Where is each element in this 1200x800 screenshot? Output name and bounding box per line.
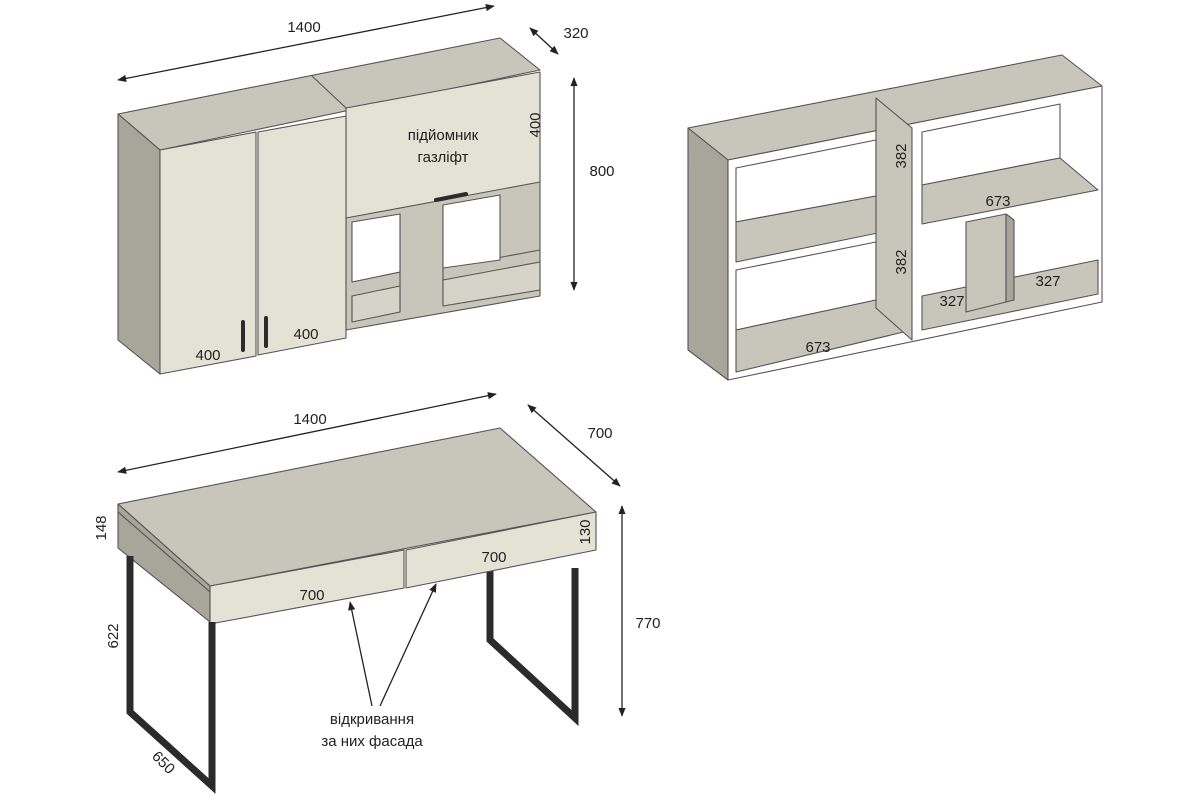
lift-door-height: 400	[527, 112, 544, 137]
shelf-upper-left-height: 382	[893, 143, 910, 168]
left-door	[159, 131, 257, 375]
desk-note-line2: за них фасада	[321, 733, 423, 750]
open-shelf: 382 382 673 673 327 327	[687, 54, 1103, 381]
lift-door-handle	[434, 192, 468, 202]
left-door-width: 400	[195, 347, 220, 364]
shelf-bottom-right-width: 327	[1035, 273, 1060, 290]
desk-drawer-right-width: 700	[481, 549, 506, 566]
desk-drawer-left	[209, 549, 405, 625]
wall-cabinet-left-side	[117, 113, 161, 375]
shelf-lower-left-width: 673	[805, 339, 830, 356]
desk-note-line1: відкривання	[330, 711, 414, 728]
lift-label-line1: підйомник	[408, 127, 479, 144]
wall-cabinet-height: 800	[589, 163, 614, 180]
desk-leg-front-left	[126, 556, 216, 794]
desk: 700 700 130 відкривання за них фасада 14…	[93, 392, 661, 794]
desk-drawer-right	[405, 511, 597, 589]
desk-height: 770	[635, 615, 660, 632]
shelf-upper-right-width: 673	[985, 193, 1010, 210]
right-door-width: 400	[293, 326, 318, 343]
desk-leg-height: 622	[105, 623, 122, 648]
shelf-lower-left-height: 382	[893, 249, 910, 274]
shelf-bottom-middle-width: 327	[939, 293, 964, 310]
right-door	[257, 115, 347, 356]
wall-cabinet-depth: 320	[563, 25, 588, 42]
lift-label-line2: газліфт	[418, 149, 469, 166]
desk-width: 1400	[293, 411, 326, 428]
shelf-left-side	[687, 127, 729, 381]
desk-drawer-height: 130	[577, 519, 594, 544]
wall-cabinet: підйомник газліфт 400 400 400 1400 320 8…	[117, 4, 615, 375]
wall-cabinet-width: 1400	[287, 19, 320, 36]
desk-drawer-left-width: 700	[299, 587, 324, 604]
desk-top-height: 148	[93, 515, 110, 540]
desk-depth: 700	[587, 425, 612, 442]
desk-leg-back-right	[486, 568, 579, 726]
